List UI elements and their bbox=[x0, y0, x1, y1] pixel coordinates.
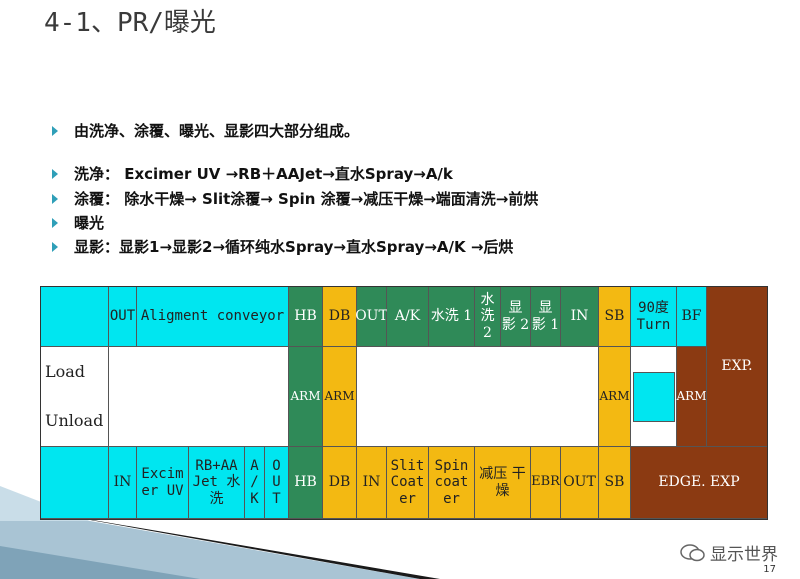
rinse-2-station: 水 洗 2 bbox=[475, 287, 501, 347]
arm-hb: ARM bbox=[289, 347, 323, 447]
excimer-uv: Excim er UV bbox=[137, 447, 189, 519]
out-station-2: OUT bbox=[355, 287, 388, 347]
logo-text: 显示世界 bbox=[710, 545, 778, 565]
alignment-conveyor: Aligment conveyor bbox=[137, 287, 289, 347]
db-bottom: DB bbox=[323, 447, 357, 519]
page-number: 17 bbox=[763, 564, 776, 575]
develop-2-station: 显 影 2 bbox=[501, 287, 531, 347]
bullet-text: 涂覆： 除水干燥→ Slit涂覆→ Spin 涂覆→减压干燥→端面清洗→前烘 bbox=[74, 190, 539, 208]
arm-db: ARM bbox=[323, 347, 357, 447]
ak-station: A/K bbox=[387, 287, 429, 347]
in-station-bottom: IN bbox=[109, 447, 137, 519]
turn-station: 90度 Turn bbox=[631, 287, 677, 347]
bullet-item: 显影：显影1→显影2→循环纯水Spray→直水Spray→A/K →后烘 bbox=[52, 236, 513, 257]
slide-title: 4-1、PR/曝光 bbox=[44, 8, 216, 38]
out-bottom-2: OUT bbox=[561, 447, 599, 519]
in-station: IN bbox=[561, 287, 599, 347]
wechat-icon bbox=[680, 543, 705, 561]
in-bottom-2: IN bbox=[357, 447, 387, 519]
rb-aa-jet: RB+AA Jet 水洗 bbox=[189, 447, 245, 519]
bullet-arrow-icon bbox=[52, 168, 58, 179]
exp-station: EXP. bbox=[707, 287, 767, 447]
develop-1-station: 显 影 1 bbox=[531, 287, 561, 347]
bullet-item: 涂覆： 除水干燥→ Slit涂覆→ Spin 涂覆→减压干燥→端面清洗→前烘 bbox=[52, 188, 538, 209]
db-station: DB bbox=[323, 287, 357, 347]
hb-station: HB bbox=[289, 287, 323, 347]
bullet-arrow-icon bbox=[52, 241, 58, 252]
out-station: OUT bbox=[109, 287, 137, 347]
spin-coater: Spin coat er bbox=[429, 447, 475, 519]
coater-area-blank bbox=[357, 347, 599, 447]
arm-sb: ARM bbox=[599, 347, 631, 447]
turn-area bbox=[631, 347, 677, 447]
bullet-text: 洗净： Excimer UV →RB＋AAJet→直水Spray→A/k bbox=[74, 165, 453, 183]
arm-right: ARM bbox=[677, 347, 707, 447]
rinse-1-station: 水洗 1 bbox=[429, 287, 475, 347]
edge-exp-station: EDGE. EXP bbox=[631, 447, 767, 519]
load-label: Load bbox=[45, 361, 86, 381]
turn-table bbox=[632, 371, 675, 422]
bf-station: BF bbox=[677, 287, 707, 347]
load-top-cell bbox=[41, 287, 109, 347]
process-diagram: Load Unload OUT Aligment conveyor HB DB … bbox=[40, 286, 768, 520]
bullet-arrow-icon bbox=[52, 193, 58, 204]
bullet-arrow-icon bbox=[52, 217, 58, 228]
slit-coater: Slit Coat er bbox=[387, 447, 429, 519]
bullet-text: 由洗净、涂覆、曝光、显影四大部分组成。 bbox=[74, 122, 360, 140]
bullet-text: 曝光 bbox=[74, 214, 105, 232]
load-unload-area: Load Unload bbox=[41, 347, 109, 447]
ak-bottom: A / K bbox=[245, 447, 265, 519]
ebr-station: EBR bbox=[531, 447, 561, 519]
unload-label: Unload bbox=[45, 411, 104, 431]
bullet-item: 曝光 bbox=[52, 212, 104, 233]
out-bottom: O U T bbox=[265, 447, 289, 519]
hb-bottom: HB bbox=[289, 447, 323, 519]
bullet-item: 洗净： Excimer UV →RB＋AAJet→直水Spray→A/k bbox=[52, 163, 453, 184]
bullet-item: 由洗净、涂覆、曝光、显影四大部分组成。 bbox=[52, 120, 359, 141]
bullet-arrow-icon bbox=[52, 125, 58, 136]
bullet-text: 显影：显影1→显影2→循环纯水Spray→直水Spray→A/K →后烘 bbox=[74, 238, 514, 256]
sb-bottom: SB bbox=[599, 447, 631, 519]
sb-station: SB bbox=[599, 287, 631, 347]
load-area-blank bbox=[109, 347, 289, 447]
unload-bottom-cell bbox=[41, 447, 109, 519]
vacuum-dry: 减压 干燥 bbox=[475, 447, 531, 519]
logo: 显示世界 bbox=[680, 540, 778, 565]
